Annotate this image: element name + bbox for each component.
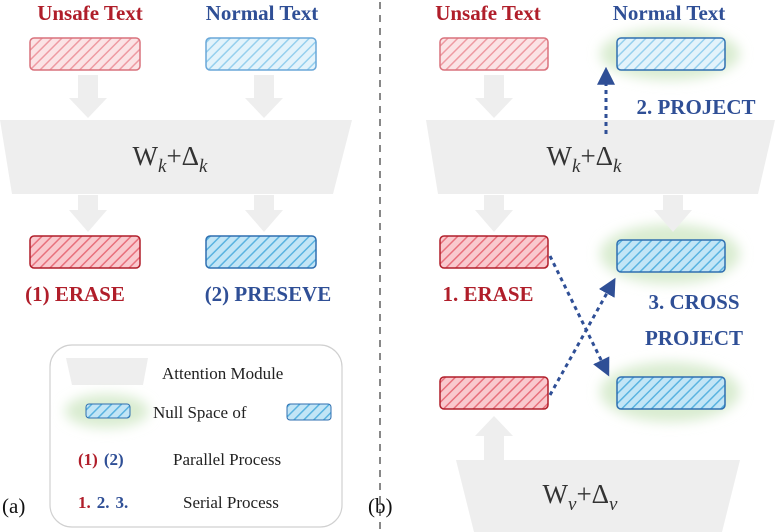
legend-null-space-text: Null Space of — [153, 403, 247, 422]
panel-a: Unsafe Text Normal Text Wk+Δk (1) ERASE … — [0, 1, 352, 518]
panel-b-value-module — [456, 460, 740, 532]
panel-a-unsafe-label: Unsafe Text — [37, 1, 143, 25]
panel-a-erase-label: (1) ERASE — [25, 282, 125, 306]
panel-a-key-module-label: Wk+Δk — [133, 141, 209, 177]
panel-b-key-module — [426, 120, 775, 194]
cross-project-label-line2: PROJECT — [645, 326, 743, 350]
panel-a-unsafe-token — [29, 37, 141, 71]
cross-project-label-line1: 3. CROSS — [648, 290, 739, 314]
legend-parallel-process-text: Parallel Process — [173, 450, 281, 469]
panel-a-erased-token — [29, 235, 141, 269]
panel-b-projected-key-token — [616, 239, 726, 273]
panel-b-tag: (b) — [368, 494, 393, 518]
panel-a-input-arrow-left — [69, 75, 107, 118]
panel-b-value-module-label: Wv+Δv — [543, 479, 619, 515]
panel-b-value-arrow — [475, 416, 513, 460]
cross-arrow-to-key — [548, 277, 616, 396]
panel-b-input-arrow-left — [475, 75, 513, 118]
panel-b-normal-label: Normal Text — [613, 1, 726, 25]
panel-a-key-module — [0, 120, 352, 194]
legend-null-space-target-swatch — [286, 403, 332, 421]
legend-serial-process-text: Serial Process — [183, 493, 279, 512]
panel-b-erased-value-token — [439, 376, 549, 410]
panel-b-output-arrow-right — [654, 195, 692, 232]
panel-b-normal-token — [616, 37, 726, 71]
panel-a-input-arrow-right — [245, 75, 283, 118]
panel-b-unsafe-token — [439, 37, 549, 71]
panel-a-preserve-label: (2) PRESEVE — [205, 282, 332, 306]
legend-box — [49, 344, 343, 528]
panel-b-output-arrow-left — [475, 195, 513, 232]
legend-serial-markers: 1.2.3. — [78, 493, 128, 512]
panel-a-preserved-token — [205, 235, 317, 269]
legend-null-space-swatch — [85, 403, 131, 419]
panel-a-normal-token — [205, 37, 317, 71]
legend-attention-module-text: Attention Module — [162, 364, 283, 383]
panel-b-unsafe-label: Unsafe Text — [435, 1, 541, 25]
panel-a-tag: (a) — [2, 494, 25, 518]
panel-a-normal-label: Normal Text — [206, 1, 319, 25]
project-label: 2. PROJECT — [636, 95, 755, 119]
legend-module-swatch — [66, 358, 148, 385]
panel-b-erase-label: 1. ERASE — [442, 282, 533, 306]
panel-b: Unsafe Text Normal Text Wk+Δk 2. PROJECT… — [368, 1, 775, 532]
panel-a-output-arrow-left — [69, 195, 107, 232]
legend-parallel-markers: (1)(2) — [78, 450, 124, 469]
cross-arrow-to-value — [548, 255, 610, 377]
panel-b-key-module-label: Wk+Δk — [547, 141, 623, 177]
panel-a-output-arrow-right — [245, 195, 283, 232]
panel-b-projected-value-token — [616, 376, 726, 410]
legend: Attention Module Null Space of (1)(2) Pa… — [49, 344, 343, 528]
panel-b-erased-key-token — [439, 235, 549, 269]
